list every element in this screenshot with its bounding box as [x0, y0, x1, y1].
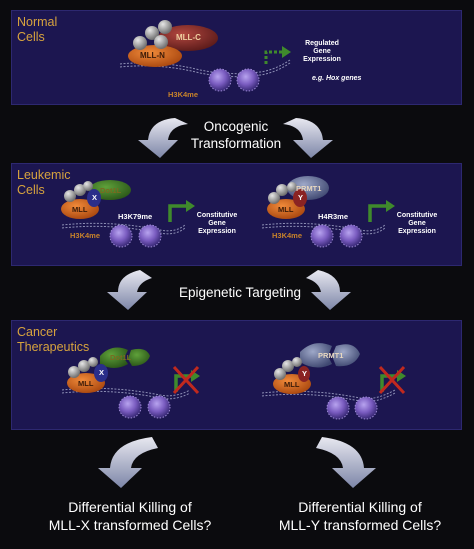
cancer-fusion-y — [298, 366, 310, 382]
leukemic-gene-arrow — [168, 204, 187, 222]
normal-mll-n — [128, 45, 182, 67]
outcome-arrow-left — [98, 437, 158, 488]
normal-nucleosome — [208, 68, 232, 92]
normal-cells-panel — [11, 10, 462, 105]
cancer-y-label: Y — [302, 369, 308, 378]
cancer-dot1l-broken — [128, 348, 150, 366]
outcome-left-label: Differential Killing of MLL-X transforme… — [48, 499, 212, 533]
leukemic-mll-label-left: MLL — [72, 205, 88, 214]
leukemic-mll-label-right: MLL — [278, 205, 294, 214]
leukemic-nucleosome — [138, 224, 162, 248]
mll-n-label: MLL-N — [140, 51, 165, 60]
leukemic-prmt1-label: PRMT1 — [296, 184, 322, 193]
leukemic-fusion-y — [293, 189, 307, 207]
normal-subunit-ball — [133, 36, 147, 50]
normal-subunit-ball — [158, 20, 172, 34]
oncogenic-transformation-label: Oncogenic Transformation — [190, 119, 282, 151]
leukemic-y-label: Y — [298, 193, 304, 202]
cancer-subunit-ball — [78, 360, 90, 372]
leukemic-h3k4me-label-left: H3K4me — [70, 231, 101, 240]
leukemic-subunit-ball — [276, 184, 288, 196]
cancer-dot1l-broken — [100, 347, 128, 368]
leukemic-h4r3me-label: H4R3me — [318, 212, 349, 221]
epigenetic-targeting-label: Epigenetic Targeting — [178, 285, 302, 300]
leukemic-subunit-ball — [268, 192, 280, 204]
oncogenic-arrow-left — [138, 118, 188, 158]
leukemic-subunit-ball — [83, 181, 93, 191]
cancer-nucleosome — [354, 396, 378, 420]
cancer-subunit-ball — [274, 368, 286, 380]
leukemic-subunit-ball — [64, 190, 76, 202]
normal-subunit-ball — [145, 26, 159, 40]
cancer-prmt1-broken — [332, 344, 360, 367]
cancer-mll-label-left: MLL — [78, 379, 94, 388]
leukemic-gene-arrowhead — [186, 200, 195, 212]
cancer-nucleosome — [118, 395, 142, 419]
leukemic-gene-arrowhead — [386, 200, 395, 212]
epigenetic-arrow-left — [107, 270, 152, 310]
cancer-nucleosome — [326, 396, 350, 420]
leukemic-nucleosome — [109, 224, 133, 248]
cancer-gene-arrow — [174, 374, 192, 392]
normal-gene-arrow — [264, 50, 283, 64]
leukemic-dot1l-label: Dot1L — [100, 186, 122, 195]
regulated-expression-label: Regulated Gene Expression — [303, 40, 341, 63]
leukemic-x-label: X — [92, 193, 98, 202]
normal-mll-c — [158, 25, 218, 51]
cancer-mll-label-right: MLL — [284, 380, 300, 389]
leukemic-h3k79me-label: H3K79me — [118, 212, 153, 221]
oncogenic-arrow-right — [283, 118, 333, 158]
leukemic-fusion-x — [87, 189, 101, 207]
leukemic-constitutive-left: Constitutive Gene Expression — [196, 212, 238, 235]
hox-genes-example: e.g. Hox genes — [312, 75, 362, 82]
cancer-subunit-ball — [282, 360, 294, 372]
normal-nucleosome — [236, 68, 260, 92]
leukemic-gene-arrow — [368, 204, 387, 222]
leukemic-h3k4me-label-right: H3K4me — [272, 231, 303, 240]
normal-gene-arrowhead — [282, 46, 291, 58]
cancer-prmt1-label: PRMT1 — [318, 351, 344, 360]
cancer-gene-arrow — [380, 374, 398, 392]
leukemic-nucleosome — [310, 224, 334, 248]
normal-h3k4me-label: H3K4me — [168, 90, 199, 99]
cancer-therapeutics-label: Cancer Therapeutics — [17, 325, 90, 354]
cancer-x-label: X — [99, 368, 105, 377]
cancer-subunit-ball — [68, 366, 80, 378]
cancer-nucleosome — [147, 395, 171, 419]
epigenetic-arrow-right — [306, 270, 351, 310]
leukemic-subunit-ball — [74, 184, 86, 196]
mll-c-label: MLL-C — [176, 33, 201, 42]
normal-subunit-ball — [154, 35, 168, 49]
leukemic-subunit-ball — [287, 182, 297, 192]
cancer-subunit-ball — [292, 357, 302, 367]
leukemic-constitutive-right: Constitutive Gene Expression — [396, 212, 438, 235]
cancer-dot1l-label: Dot1L — [110, 353, 132, 362]
outcome-right-label: Differential Killing of MLL-Y transforme… — [278, 499, 442, 533]
cancer-subunit-ball — [88, 357, 98, 367]
cancer-fusion-x — [94, 364, 108, 382]
cancer-inhibit-x — [378, 365, 406, 395]
cancer-inhibit-x — [172, 365, 200, 395]
cancer-prmt1-broken — [300, 343, 332, 368]
outcome-arrow-right — [316, 437, 376, 488]
leukemic-cells-label: Leukemic Cells — [17, 168, 71, 197]
normal-cells-label: Normal Cells — [17, 15, 58, 44]
leukemic-nucleosome — [339, 224, 363, 248]
